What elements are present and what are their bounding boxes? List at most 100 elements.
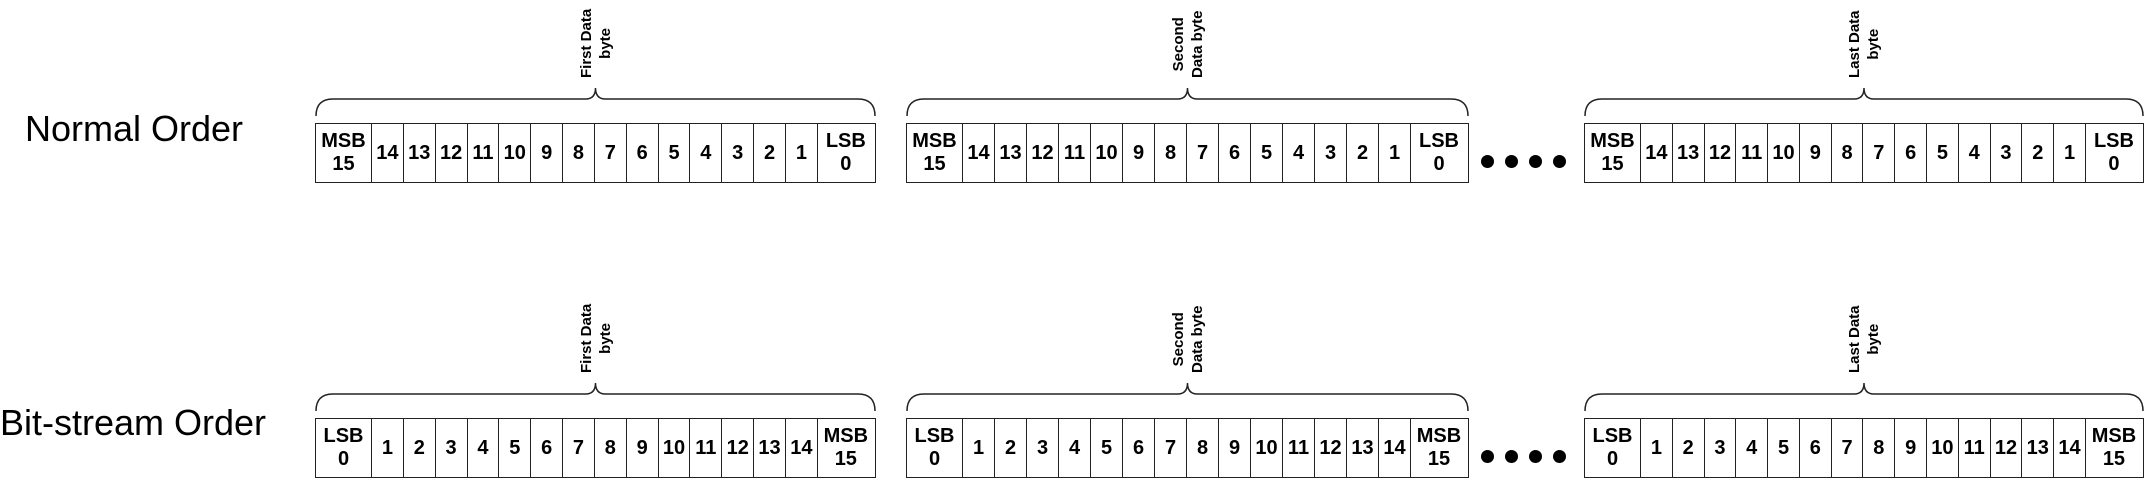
bit-cell-text: 6 — [636, 141, 648, 164]
bit-cell-text: 1 — [381, 436, 393, 459]
bit-cell-text: 10 — [1931, 436, 1954, 459]
bit-cell: 12 — [1705, 124, 1737, 182]
bit-cell-text: 2 — [1004, 436, 1017, 459]
bit-cell-text: 15 — [2102, 448, 2126, 470]
bit-cell-text: 7 — [604, 141, 616, 164]
bit-cell: 6 — [1895, 124, 1928, 182]
bit-cell-text: 0 — [2108, 153, 2120, 175]
bit-cell-text: 14 — [1383, 436, 1406, 459]
bit-cell: 5 — [1927, 124, 1959, 182]
bit-cell-text: 7 — [1873, 141, 1885, 164]
bit-cell-text: 2 — [413, 436, 425, 459]
bit-cell: 8 — [595, 419, 627, 477]
bit-cell: 14 — [963, 124, 995, 182]
bit-cell: 3 — [1315, 124, 1347, 182]
bit-cell: 10 — [499, 124, 532, 182]
bit-cell: 13 — [2022, 419, 2055, 477]
bit-cell-text: 2 — [1356, 141, 1369, 164]
curly-brace — [1584, 87, 2144, 117]
bit-cell: 6 — [531, 419, 564, 477]
bit-cell-text: 9 — [1228, 436, 1241, 459]
bit-cell-text: LSB — [1592, 425, 1633, 447]
bit-cell: 12 — [1315, 419, 1347, 477]
bit-cell-text: 13 — [1677, 141, 1700, 164]
bit-cell: 10 — [1768, 124, 1800, 182]
bit-cell: 1 — [1379, 124, 1411, 182]
bit-cell: 11 — [1736, 124, 1769, 182]
bit-cell-text: 11 — [695, 436, 717, 459]
bit-cell-text: 1 — [2063, 141, 2076, 164]
bit-cell: 4 — [1059, 419, 1091, 477]
bit-cell: 13 — [1347, 419, 1379, 477]
bit-cell-text: 15 — [1601, 153, 1624, 175]
bit-cell-text: 6 — [1905, 141, 1917, 164]
bit-cell-text: LSB — [2093, 130, 2134, 152]
bit-cell-text: 0 — [337, 448, 350, 470]
bit-cell-text: 3 — [2000, 141, 2012, 164]
bit-cell-text: 1 — [795, 141, 807, 164]
bit-cell-text: 8 — [1873, 436, 1885, 459]
bit-cell-text: 5 — [668, 141, 680, 164]
bit-cell-text: LSB — [1419, 130, 1459, 152]
bit-cell-text: 4 — [1968, 141, 1980, 164]
bit-cell: 11 — [1283, 419, 1315, 477]
bit-cell-text: 5 — [1100, 436, 1113, 459]
bit-cell-text: 15 — [923, 153, 946, 175]
bit-cell-text: 0 — [1606, 448, 1619, 470]
bit-cell-text: 11 — [1063, 141, 1086, 164]
curly-brace — [906, 382, 1469, 412]
bit-cell-text: 14 — [376, 141, 399, 164]
bit-cell-text: 6 — [541, 436, 553, 459]
bit-cell: 4 — [1959, 124, 1991, 182]
bit-cell: 12 — [1027, 124, 1059, 182]
bit-cell-text: 10 — [1095, 141, 1118, 164]
dot — [1529, 450, 1542, 463]
bit-cell-text: 10 — [503, 141, 526, 164]
bit-cell-text: LSB — [825, 130, 866, 152]
bit-cell: 2 — [1347, 124, 1379, 182]
bit-cell: 1 — [2054, 124, 2086, 182]
bit-cell-text: 4 — [700, 141, 712, 164]
normal-order-ellipsis-dots — [1481, 155, 1566, 168]
bit-cell: 2 — [2022, 124, 2055, 182]
bit-cell-text: MSB — [2091, 425, 2137, 447]
bit-cell-text: 9 — [636, 436, 648, 459]
bit-cell: 3 — [1027, 419, 1059, 477]
bit-cell: 4 — [468, 419, 500, 477]
normal-order-label: Normal Order — [25, 108, 244, 149]
bit-cell-text: 12 — [1031, 141, 1054, 164]
bit-cell: 7 — [1832, 419, 1864, 477]
bit-cell: 8 — [1155, 124, 1187, 182]
bit-cell-text: 1 — [972, 436, 985, 459]
bit-cell: 8 — [1832, 124, 1864, 182]
bit-cell-text: LSB — [323, 425, 364, 447]
bit-cell-text: 2 — [2032, 141, 2044, 164]
bit-cell: 1 — [963, 419, 995, 477]
bit-cell: 8 — [563, 124, 595, 182]
bit-cell-text: 4 — [1292, 141, 1305, 164]
bit-cell: 2 — [754, 124, 786, 182]
bit-cell-text: 9 — [1905, 436, 1917, 459]
bit-cell-text: 0 — [1433, 153, 1445, 175]
bit-cell-text: 3 — [732, 141, 744, 164]
bit-cell: 5 — [659, 124, 691, 182]
bitstream-order-label: Bit-stream Order — [0, 402, 267, 443]
bit-cell-text: 3 — [1714, 436, 1726, 459]
bit-cell-text: 6 — [1132, 436, 1145, 459]
bit-cell-text: 14 — [2058, 436, 2081, 459]
bit-cell: 10 — [659, 419, 691, 477]
bit-cell: 11 — [1959, 419, 1991, 477]
bit-cell: 6 — [1123, 419, 1155, 477]
bit-cell-text: 11 — [1741, 141, 1763, 164]
bit-cell: 7 — [1155, 419, 1187, 477]
bit-cell-text: 4 — [1746, 436, 1758, 459]
bit-cell-text: 7 — [1164, 436, 1177, 459]
bit-cell: 7 — [1187, 124, 1219, 182]
